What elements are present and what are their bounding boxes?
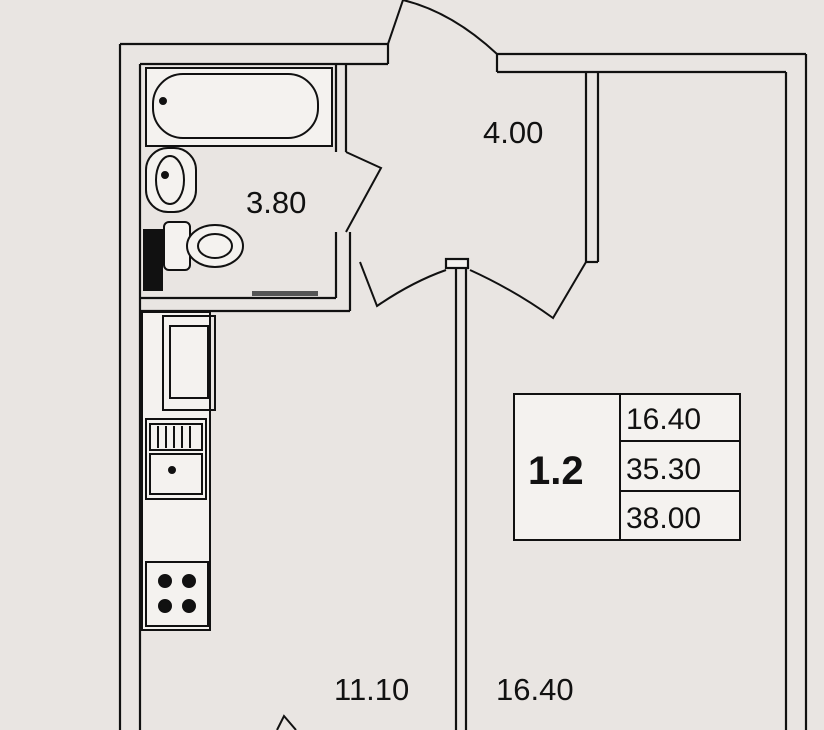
living-area-value: 16.40 — [626, 403, 701, 436]
kitchen-counter — [141, 311, 211, 631]
bathroom-door — [345, 151, 383, 233]
kitchen-door-mark — [276, 714, 297, 730]
exterior-walls — [118, 42, 808, 730]
hallway-doors — [359, 261, 587, 320]
room-area-kitchen: 11.10 — [334, 672, 409, 707]
apartment-code: 1.2 — [528, 449, 584, 493]
refrigerator — [162, 315, 216, 411]
bathroom-vent — [252, 291, 318, 296]
bathtub — [145, 67, 333, 147]
area-legend: 1.2 16.40 35.30 38.00 — [513, 393, 741, 541]
toilet — [143, 221, 244, 291]
room-area-living-room: 16.40 — [496, 672, 574, 707]
washbasin — [145, 147, 197, 213]
cooktop — [145, 561, 209, 627]
partition-wall — [444, 257, 470, 730]
total-area-value: 35.30 — [626, 453, 701, 486]
room-area-hallway: 4.00 — [483, 115, 543, 150]
gross-area-value: 38.00 — [626, 502, 701, 535]
hallway-walls — [584, 72, 600, 264]
kitchen-sink — [145, 418, 207, 500]
room-area-bathroom: 3.80 — [246, 185, 306, 220]
entrance-door — [387, 0, 498, 55]
